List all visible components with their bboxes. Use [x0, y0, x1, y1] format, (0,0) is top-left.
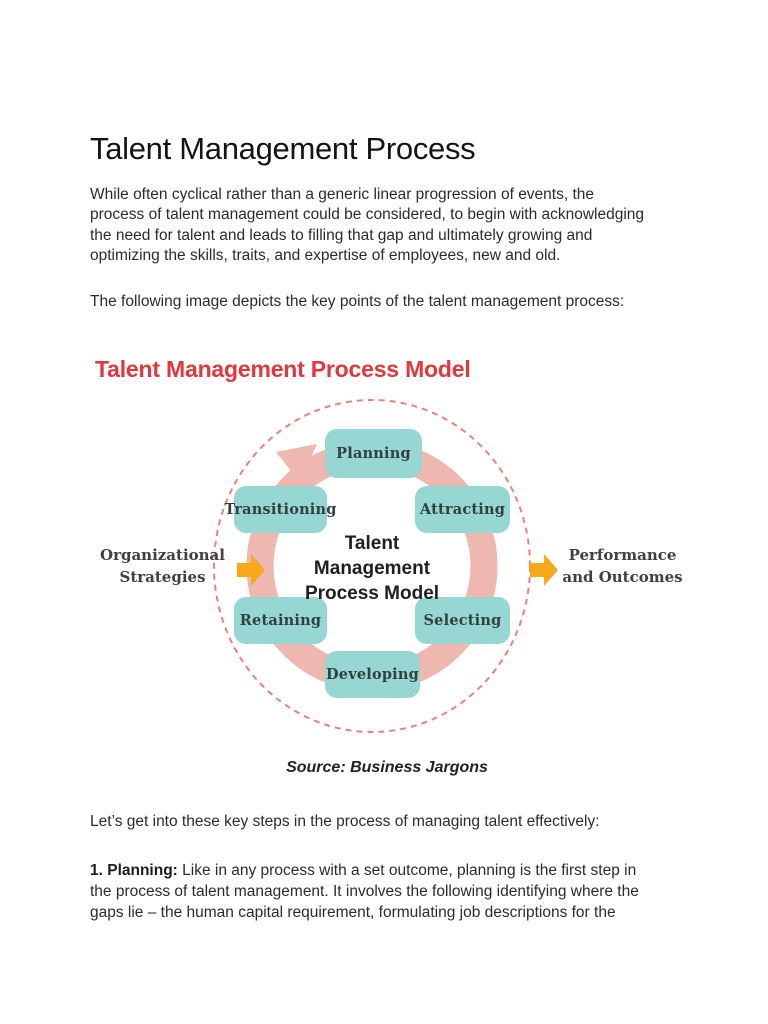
center-line: Process Model	[304, 583, 440, 604]
output-label: Performance and Outcomes	[555, 544, 690, 588]
node-label: Developing	[326, 666, 419, 683]
node-transitioning: Transitioning	[224, 486, 336, 533]
input-label-line: Strategies	[119, 568, 206, 586]
node-label: Retaining	[239, 612, 322, 629]
output-arrow-icon	[530, 554, 558, 586]
figure-source-caption: Source: Business Jargons	[286, 759, 488, 776]
node-label: Transitioning	[224, 501, 337, 518]
page-title: Talent Management Process	[90, 130, 476, 166]
node-selecting: Selecting	[415, 597, 510, 644]
paragraph-line: While often cyclical rather than a gener…	[90, 185, 595, 203]
center-line: Talent	[344, 533, 400, 554]
input-arrow-icon	[237, 554, 265, 586]
paragraph-line: gaps lie – the human capital requirement…	[90, 903, 616, 921]
node-planning: Planning	[325, 429, 422, 478]
step1-label: 1. Planning:	[90, 861, 178, 879]
figure-title: Talent Management Process Model	[95, 356, 471, 382]
center-line: Management	[313, 558, 431, 579]
paragraph-line: 1. Planning: Like in any process with a …	[90, 860, 684, 881]
diagram-center-title: Talent Management Process Model	[272, 531, 472, 606]
steps-lead-paragraph: Let’s get into these key steps in the pr…	[90, 812, 600, 830]
output-label-line: Performance	[568, 546, 677, 564]
figure-lead-paragraph: The following image depicts the key poin…	[90, 292, 625, 310]
intro-paragraph: While often cyclical rather than a gener…	[90, 185, 684, 267]
paragraph-line: the need for talent and leads to filling…	[90, 226, 593, 244]
node-label: Selecting	[423, 612, 502, 629]
paragraph-line: the process of talent management. It inv…	[90, 882, 639, 900]
node-label: Attracting	[419, 501, 506, 518]
node-attracting: Attracting	[415, 486, 510, 533]
talent-process-figure: Talent Management Process Model Planning…	[90, 348, 684, 754]
input-label: Organizational Strategies	[90, 544, 235, 588]
step1-text: Like in any process with a set outcome, …	[177, 861, 637, 879]
paragraph-line: optimizing the skills, traits, and exper…	[90, 247, 561, 264]
node-retaining: Retaining	[234, 597, 327, 644]
paragraph-line: process of talent management could be co…	[90, 206, 645, 223]
step1-paragraph: 1. Planning: Like in any process with a …	[90, 860, 684, 923]
node-label: Planning	[336, 445, 411, 462]
node-developing: Developing	[325, 651, 420, 698]
input-label-line: Organizational	[100, 546, 225, 564]
output-label-line: and Outcomes	[562, 568, 683, 586]
cycle-arrow-icon	[276, 444, 317, 482]
